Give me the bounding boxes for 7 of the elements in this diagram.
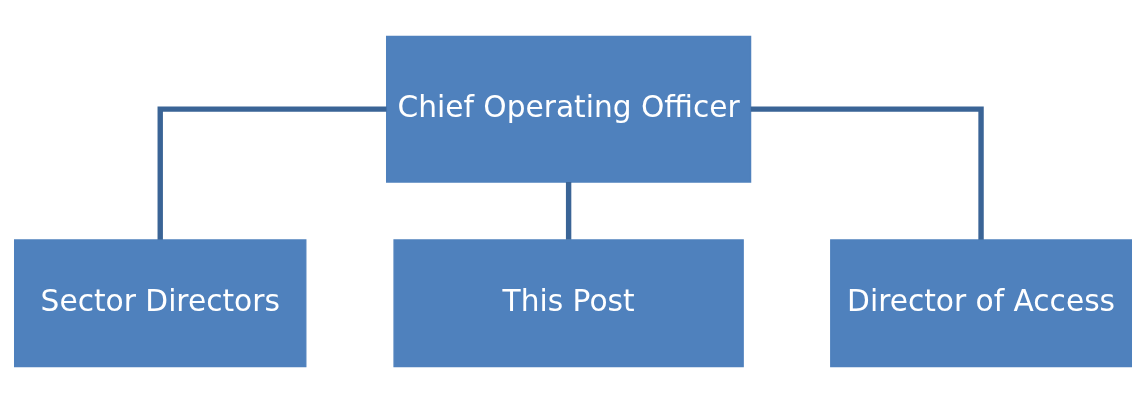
node-box: Sector Directors	[14, 238, 307, 367]
node-box: Director of Access	[830, 238, 1132, 367]
connector	[750, 105, 984, 240]
connector	[565, 181, 572, 240]
node-box: This Post	[393, 238, 744, 367]
connector	[157, 105, 387, 240]
node-box: Chief Operating Officer	[386, 35, 752, 183]
